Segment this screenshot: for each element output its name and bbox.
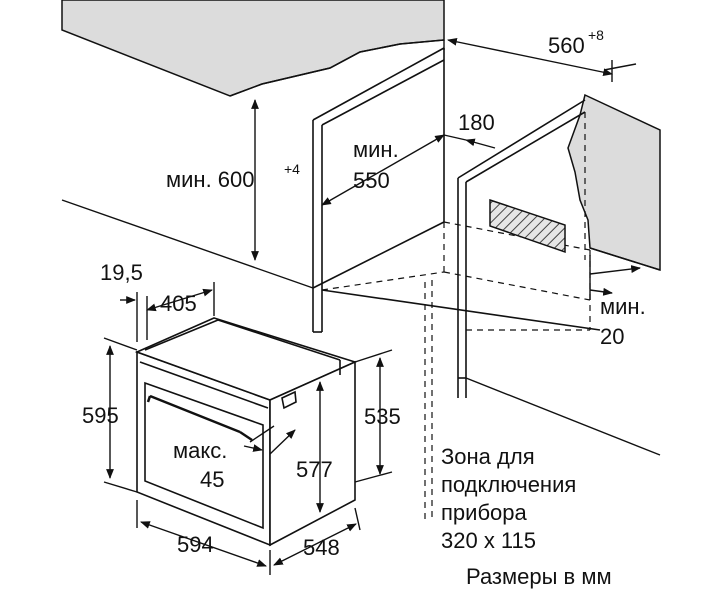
label-595: 595	[82, 403, 119, 428]
label-180: 180	[458, 110, 495, 135]
labels: 560 +8 мин. 600 +4 мин. 550 180 мин. 20 …	[82, 27, 646, 589]
label-535: 535	[364, 404, 401, 429]
label-548: 548	[303, 535, 340, 560]
dimension-lines	[103, 37, 641, 575]
floor-lines	[61, 199, 661, 456]
zone-label-line4: 320 x 115	[441, 528, 536, 553]
label-min-20-word: мин.	[600, 294, 646, 319]
label-min-550-word: мин.	[353, 137, 399, 162]
zone-label-line2: подключения	[441, 472, 576, 497]
connection-zone	[489, 198, 566, 254]
right-countertop	[567, 93, 661, 272]
oven-handle	[146, 394, 253, 442]
units-note: Размеры в мм	[466, 564, 612, 589]
label-min-600-tol: +4	[284, 161, 300, 177]
label-405: 405	[160, 291, 197, 316]
label-width-560-tol: +8	[588, 27, 604, 43]
zone-label-line1: Зона для	[441, 444, 535, 469]
zone-label-line3: прибора	[441, 500, 528, 525]
label-max-45: 45	[200, 467, 224, 492]
countertop	[61, 0, 445, 97]
label-min-600: мин. 600	[166, 167, 255, 192]
label-min-20: 20	[600, 324, 624, 349]
oven-body	[134, 317, 358, 547]
label-width-560: 560	[548, 33, 585, 58]
label-594: 594	[177, 532, 214, 557]
label-550: 550	[353, 168, 390, 193]
label-19-5: 19,5	[100, 260, 143, 285]
label-577: 577	[296, 457, 333, 482]
label-max-word: макс.	[173, 438, 227, 463]
